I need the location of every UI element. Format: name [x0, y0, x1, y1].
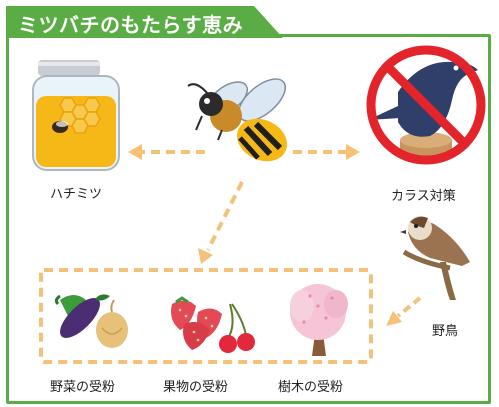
arrow-bee-to-honey: [128, 144, 205, 160]
vegetables-icon: [54, 294, 128, 348]
honey-jar-icon: [32, 60, 120, 171]
label-wild-bird: 野鳥: [432, 324, 459, 339]
arrow-bird-to-pollination: [386, 296, 422, 326]
sparrow-icon: [400, 216, 470, 300]
header-tab: [6, 6, 283, 38]
cherry-tree-icon: [290, 284, 348, 356]
arrow-bee-to-pollination: [198, 181, 244, 264]
bee-icon: [187, 78, 288, 162]
label-vegetable-pollination: 野菜の受粉: [50, 380, 116, 395]
arrow-bee-to-crow: [293, 144, 360, 160]
label-crow-control: カラス対策: [391, 189, 456, 204]
page-title: ミツバチのもたらす恵み: [18, 13, 244, 37]
label-tree-pollination: 樹木の受粉: [278, 380, 344, 395]
fruits-icon: [171, 296, 255, 353]
crow-prohibited-icon: [366, 45, 486, 165]
label-honey: ハチミツ: [50, 187, 103, 202]
label-fruit-pollination: 果物の受粉: [163, 380, 229, 395]
